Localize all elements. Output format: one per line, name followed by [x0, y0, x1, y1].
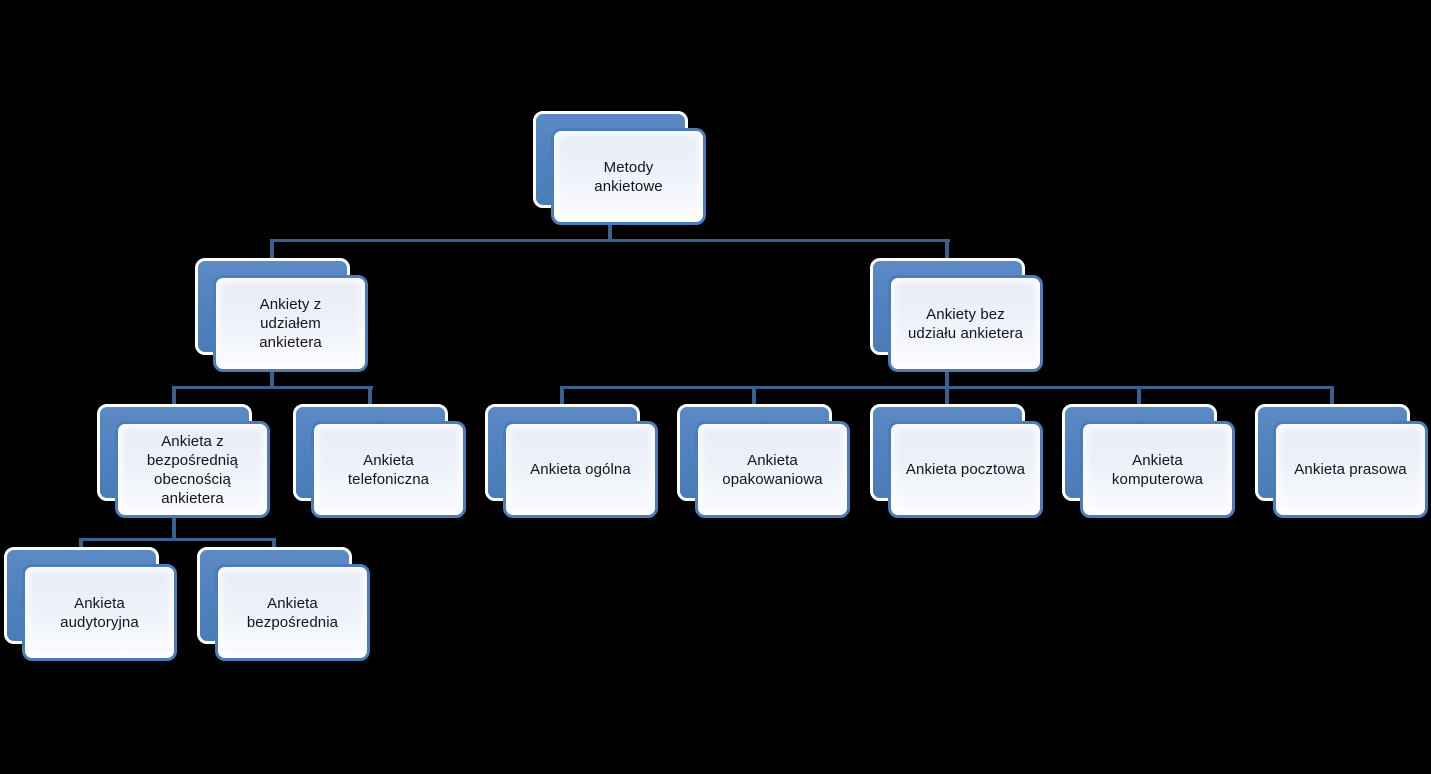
connector [172, 518, 176, 541]
node-label: Ankiety bez udziału ankietera [907, 305, 1024, 342]
node-ankieta-z-bezposrednia-obecnoscia[interactable]: Ankieta z bezpośrednią obecnością ankiet… [97, 404, 270, 518]
connector [79, 538, 83, 548]
connector [608, 225, 612, 242]
connector [752, 386, 756, 404]
node-label: Ankiety z udziałem ankietera [259, 296, 322, 351]
node-label: Ankieta komputerowa [1111, 451, 1204, 488]
node-front-card: Ankieta komputerowa [1080, 421, 1235, 518]
node-front-card: Ankiety z udziałem ankietera [213, 275, 368, 372]
node-label: Ankieta bezpośrednia [246, 594, 339, 631]
node-front-card: Ankieta audytoryjna [22, 564, 177, 661]
connector [79, 538, 276, 541]
connector [272, 538, 276, 548]
connector [1330, 386, 1334, 404]
node-ankieta-pocztowa[interactable]: Ankieta pocztowa [870, 404, 1043, 518]
node-label: Metody ankietowe [594, 158, 663, 195]
node-ankiety-bez-udzialu-ankietera[interactable]: Ankiety bez udziału ankietera [870, 258, 1043, 372]
node-front-card: Ankieta pocztowa [888, 421, 1043, 518]
node-ankieta-prasowa[interactable]: Ankieta prasowa [1255, 404, 1428, 518]
node-label: Ankieta ogólna [530, 461, 631, 478]
node-front-card: Metody ankietowe [551, 128, 706, 225]
node-ankieta-bezposrednia[interactable]: Ankieta bezpośrednia [197, 547, 370, 661]
connector [270, 372, 274, 389]
connector [172, 386, 176, 404]
connector [945, 372, 949, 389]
node-label: Ankieta opakowaniowa [722, 451, 823, 488]
node-ankieta-komputerowa[interactable]: Ankieta komputerowa [1062, 404, 1235, 518]
node-ankieta-telefoniczna[interactable]: Ankieta telefoniczna [293, 404, 466, 518]
node-metody-ankietowe[interactable]: Metody ankietowe [533, 111, 706, 225]
node-ankieta-ogolna[interactable]: Ankieta ogólna [485, 404, 658, 518]
node-front-card: Ankiety bez udziału ankietera [888, 275, 1043, 372]
connector [945, 386, 949, 404]
node-label: Ankieta pocztowa [905, 461, 1026, 478]
connector [271, 239, 950, 242]
node-front-card: Ankieta z bezpośrednią obecnością ankiet… [115, 421, 270, 518]
connector [270, 239, 274, 258]
connector [560, 386, 564, 404]
node-label: Ankieta prasowa [1294, 461, 1407, 478]
connector [1137, 386, 1141, 404]
node-front-card: Ankieta prasowa [1273, 421, 1428, 518]
connector [945, 239, 949, 258]
node-front-card: Ankieta bezpośrednia [215, 564, 370, 661]
node-front-card: Ankieta opakowaniowa [695, 421, 850, 518]
node-front-card: Ankieta telefoniczna [311, 421, 466, 518]
connector [368, 386, 372, 404]
connector [172, 386, 373, 389]
node-front-card: Ankieta ogólna [503, 421, 658, 518]
node-label: Ankieta audytoryjna [60, 594, 139, 631]
node-ankieta-audytoryjna[interactable]: Ankieta audytoryjna [4, 547, 177, 661]
node-ankieta-opakowaniowa[interactable]: Ankieta opakowaniowa [677, 404, 850, 518]
node-ankiety-z-udzialem-ankietera[interactable]: Ankiety z udziałem ankietera [195, 258, 368, 372]
node-label: Ankieta telefoniczna [347, 451, 430, 488]
node-label: Ankieta z bezpośrednią obecnością ankiet… [146, 432, 239, 507]
